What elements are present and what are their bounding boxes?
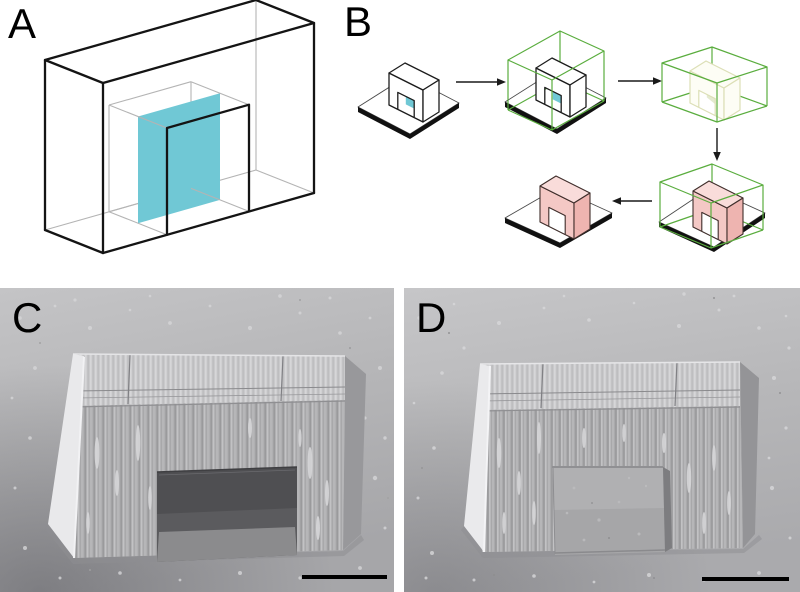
arrow-right-icon: [456, 78, 506, 86]
panel-a-schematic: A: [0, 0, 340, 288]
step2-green-box-around-structure: [504, 30, 607, 134]
scale-bar: [302, 575, 387, 579]
structure-left-bright-face: [464, 364, 490, 552]
top-band-stitch-line: [280, 355, 284, 402]
substrate-droplets: [412, 292, 792, 584]
panel-a-drawing: A: [8, 0, 316, 255]
sem-bridge-structure: [464, 361, 759, 555]
substrate-edge: [505, 218, 560, 248]
substrate-edge: [410, 103, 459, 139]
step4-green-box-pink-structure: [658, 163, 766, 252]
selection-box-front-edges: [661, 46, 768, 123]
substrate-edge: [659, 222, 714, 252]
structure-top-band: [73, 354, 345, 406]
top-band-stitch-line: [540, 362, 544, 409]
opening-inner-line: [158, 469, 296, 476]
structure-top-band: [480, 362, 740, 410]
top-band-seam: [74, 393, 346, 399]
faint-arch-side-face: [723, 77, 741, 121]
selection-box-front-edges: [507, 30, 605, 131]
panel-d-label: D: [416, 294, 446, 341]
opening-lintel-shadow: [156, 466, 298, 473]
cyan-section-plane: [138, 93, 220, 224]
substrate-droplets: [10, 294, 387, 582]
scale-bar: [702, 577, 789, 581]
arrow-down-icon: [713, 128, 721, 161]
pink-arch-side-face: [726, 197, 744, 245]
top-edge-highlight: [479, 361, 741, 365]
notch-front-outline: [165, 103, 251, 236]
step5-pink-structure-on-substrate: [504, 175, 613, 248]
left-edge-highlight: [73, 356, 85, 559]
panel-c-label: C: [12, 294, 42, 341]
structure-right-face: [740, 362, 759, 548]
front-face-highlights: [496, 422, 731, 534]
substrate-droplets-dark: [19, 299, 389, 571]
front-face-highlights: [86, 418, 329, 540]
top-band-stitch-line: [127, 354, 131, 405]
top-band-stitch-line: [674, 361, 678, 407]
panel-b-drawing: B: [344, 0, 768, 252]
substrate-edge: [358, 107, 410, 139]
arrow-right-icon: [618, 77, 662, 85]
top-band-seam: [479, 389, 741, 395]
structure-left-bright-face: [48, 354, 84, 558]
top-edge-highlight: [72, 353, 346, 357]
structure-right-face: [343, 356, 366, 550]
panel-c-sem-image: C: [0, 288, 394, 592]
step3-green-box-faint-structure: [661, 46, 768, 123]
outer-box-visible-edges: [43, 0, 316, 255]
arrow-left-icon: [612, 197, 652, 205]
opening-bottom-shadow: [554, 549, 666, 554]
step1-structure-on-substrate: [357, 62, 460, 139]
top-band-seam: [481, 396, 741, 402]
opening-left-edge: [552, 467, 556, 555]
opening-inner-right-wall: [663, 467, 672, 552]
band-bottom-shadow: [72, 400, 346, 408]
sem-image-d: D: [404, 288, 800, 592]
panel-b-workflow: B: [340, 0, 800, 288]
opening-light-area: [552, 467, 664, 510]
opening-floor: [157, 527, 297, 562]
arch-side-face: [569, 74, 587, 118]
substrate-droplets-dark: [421, 297, 781, 579]
structure-ground-shadow: [461, 526, 762, 558]
panel-a-label: A: [8, 0, 36, 47]
sem-image-c: C: [0, 288, 394, 592]
left-edge-highlight: [483, 365, 491, 553]
selection-box-front-edges: [659, 163, 764, 249]
sem-bridge-structure: [48, 353, 366, 562]
arch-side-face: [422, 79, 440, 123]
panel-d-sem-image: D: [404, 288, 800, 592]
top-band-seam: [72, 386, 346, 392]
panel-b-label: B: [344, 0, 372, 45]
pink-arch-side-face: [573, 192, 591, 240]
opening-back-wall: [157, 467, 297, 514]
band-bottom-shadow: [479, 406, 741, 412]
notch-depth-edges: [108, 81, 250, 236]
droplets-through-opening: [565, 476, 648, 542]
